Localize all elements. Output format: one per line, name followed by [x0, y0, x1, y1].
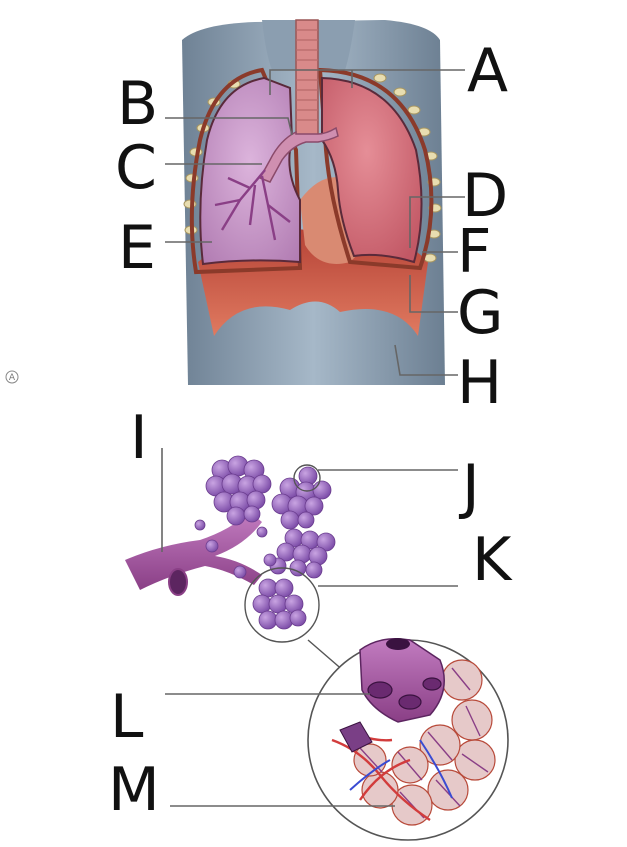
- label-a: A: [467, 36, 508, 106]
- alveolus-highlight-circle: [293, 464, 321, 492]
- bronchi: [258, 126, 339, 183]
- label-d: D: [462, 161, 508, 231]
- right-lung: [321, 76, 423, 264]
- label-e: E: [118, 213, 156, 283]
- label-c: C: [115, 133, 157, 203]
- label-h: H: [457, 348, 502, 418]
- pleura-right: [317, 67, 434, 271]
- magnified-alveoli-inset: [307, 638, 509, 841]
- svg-text:A: A: [9, 373, 16, 383]
- label-i: I: [130, 403, 148, 473]
- terminal-bronchiole: [359, 638, 445, 723]
- label-j: J: [458, 452, 480, 522]
- label-g: G: [457, 278, 504, 348]
- alveoli-illustration: [125, 455, 509, 841]
- trachea: [295, 19, 319, 139]
- bronchial-tree: [214, 169, 291, 241]
- pleura-left: [189, 67, 303, 275]
- alveolar-sac-upper-right: [271, 466, 332, 530]
- bronchiole: [125, 512, 262, 590]
- left-lung-cutaway: [199, 76, 301, 266]
- bronchiole-opening: [168, 568, 188, 596]
- zoom-connector: [307, 639, 346, 673]
- thorax-illustration: [182, 19, 445, 385]
- label-k: K: [472, 525, 513, 595]
- label-l: L: [110, 682, 144, 752]
- leader-lines: [161, 69, 465, 807]
- alveolar-sac-lower: [252, 578, 307, 630]
- small-buds: [194, 519, 277, 579]
- alveolar-sac-upper-left: [205, 455, 272, 526]
- label-f: F: [457, 217, 492, 287]
- label-m: M: [108, 755, 160, 825]
- panel-marker: A: [5, 370, 19, 384]
- label-b: B: [117, 69, 158, 139]
- alveolar-sac-highlight-circle: [244, 567, 320, 643]
- labels: A B C D E F G H I J K L M: [108, 36, 513, 825]
- alveolar-sac-right: [269, 528, 336, 579]
